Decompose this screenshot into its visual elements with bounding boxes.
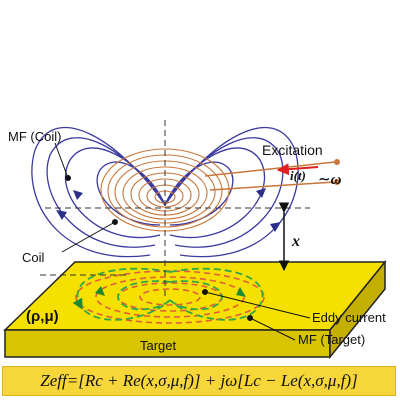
coil-label: Coil xyxy=(22,250,45,265)
target-label: Target xyxy=(140,338,177,353)
current-label: i(t) xyxy=(290,168,306,183)
eddy-current-label: Eddy current xyxy=(312,310,386,325)
impedance-formula-text: Zeff=[Rc + Re(x,σ,μ,f)] + jω[Lc − Le(x,σ… xyxy=(40,371,358,390)
label-pointers xyxy=(54,142,311,341)
material-label: (ρ,μ) xyxy=(26,308,59,325)
eddy-current-diagram: MF (Coil) Excitation i(t) ∼ω Coil x (ρ,μ… xyxy=(3,120,387,360)
terminal-top xyxy=(334,159,340,165)
coil-field-arrows xyxy=(56,188,281,232)
target-field-arrows xyxy=(95,286,246,297)
mf-target-label: MF (Target) xyxy=(298,332,365,347)
terminal-bottom xyxy=(334,179,340,185)
excitation-arrow xyxy=(276,163,319,176)
source-label: ∼ω xyxy=(318,172,342,188)
distance-label: x xyxy=(291,233,300,250)
mf-coil-label: MF (Coil) xyxy=(8,129,61,144)
excitation-label: Excitation xyxy=(262,142,323,158)
target-field-lines xyxy=(72,267,264,321)
target-side-face xyxy=(329,259,386,360)
impedance-formula: Zeff=[Rc + Re(x,σ,μ,f)] + jω[Lc − Le(x,σ… xyxy=(2,366,396,396)
excitation-leads xyxy=(204,161,336,191)
